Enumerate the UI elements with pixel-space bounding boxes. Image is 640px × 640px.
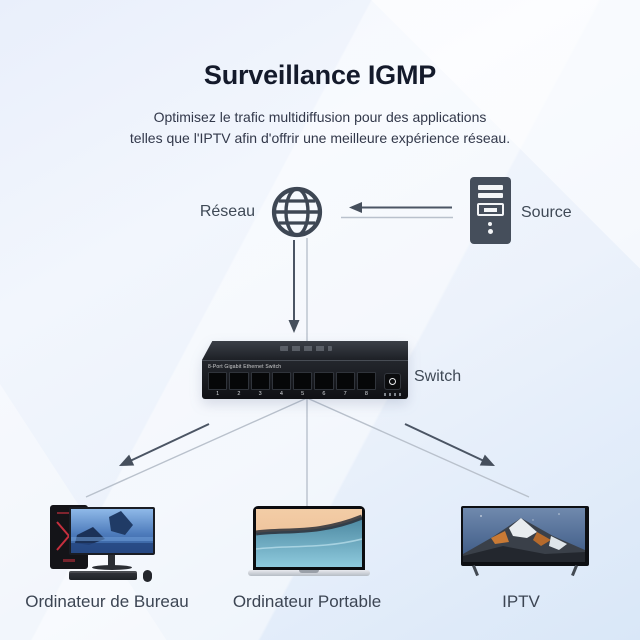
switch-front-face: 8-Port Gigabit Ethernet Switch 1 2 3 4 5… <box>202 360 408 399</box>
iptv-label: IPTV <box>502 592 540 611</box>
rj45-port <box>271 372 291 390</box>
source-label: Source <box>521 204 572 221</box>
laptop-label: Ordinateur Portable <box>232 592 382 611</box>
laptop-base <box>248 570 370 576</box>
page-subtitle: Optimisez le trafic multidiffusion pour … <box>0 107 640 149</box>
arrowhead-source-to-network <box>349 202 362 213</box>
subtitle-line-1: Optimisez le trafic multidiffusion pour … <box>153 109 487 125</box>
globe-icon <box>271 186 323 238</box>
desktop-monitor <box>69 507 155 555</box>
tv-wallpaper <box>463 508 585 562</box>
server-led-dot <box>488 222 492 226</box>
switch-top-face <box>202 341 408 360</box>
television-icon <box>461 506 589 577</box>
laptop-icon <box>248 506 370 578</box>
monitor-stand-neck <box>108 555 115 566</box>
tv-frame <box>461 506 589 566</box>
monitor-wallpaper <box>71 509 153 553</box>
mouse <box>143 570 152 582</box>
server-tower-icon <box>470 177 511 244</box>
switch-port-numbers: 1 2 3 4 5 6 7 8 <box>216 391 368 397</box>
page-title: Surveillance IGMP <box>203 60 437 90</box>
subtitle-line-2: telles que l'IPTV afin d'offrir une meil… <box>129 130 511 146</box>
server-power-dot <box>488 229 493 234</box>
switch-power-jack <box>384 373 401 390</box>
network-label: Réseau <box>199 203 255 220</box>
switch-port-row <box>208 372 376 390</box>
rj45-port <box>208 372 228 390</box>
ethernet-switch: 8-Port Gigabit Ethernet Switch 1 2 3 4 5… <box>202 341 408 399</box>
rj45-port <box>229 372 249 390</box>
rj45-port <box>314 372 334 390</box>
laptop-base-notch <box>299 570 319 573</box>
server-slot-bar <box>478 185 503 190</box>
desktop-computer-icon <box>45 503 160 585</box>
desktop-label: Ordinateur de Bureau <box>25 592 189 611</box>
switch-brand-logo <box>280 346 332 351</box>
arrowhead-switch-to-desktop <box>119 454 135 466</box>
switch-power-markings <box>384 393 401 396</box>
arrowhead-network-to-switch <box>288 320 300 333</box>
arrowheads <box>119 202 495 466</box>
monitor-stand-base <box>92 565 132 570</box>
keyboard <box>69 571 137 580</box>
rj45-port <box>335 372 355 390</box>
laptop-screen <box>253 506 365 570</box>
laptop-wallpaper <box>255 509 363 567</box>
rj45-port <box>356 372 376 390</box>
rj45-port <box>293 372 313 390</box>
switch-label: Switch <box>414 368 462 385</box>
server-drive-bay <box>477 203 504 216</box>
switch-front-text: 8-Port Gigabit Ethernet Switch <box>208 364 282 370</box>
server-slot-bar <box>478 193 503 198</box>
rj45-port <box>250 372 270 390</box>
arrowhead-switch-to-iptv <box>479 454 495 466</box>
